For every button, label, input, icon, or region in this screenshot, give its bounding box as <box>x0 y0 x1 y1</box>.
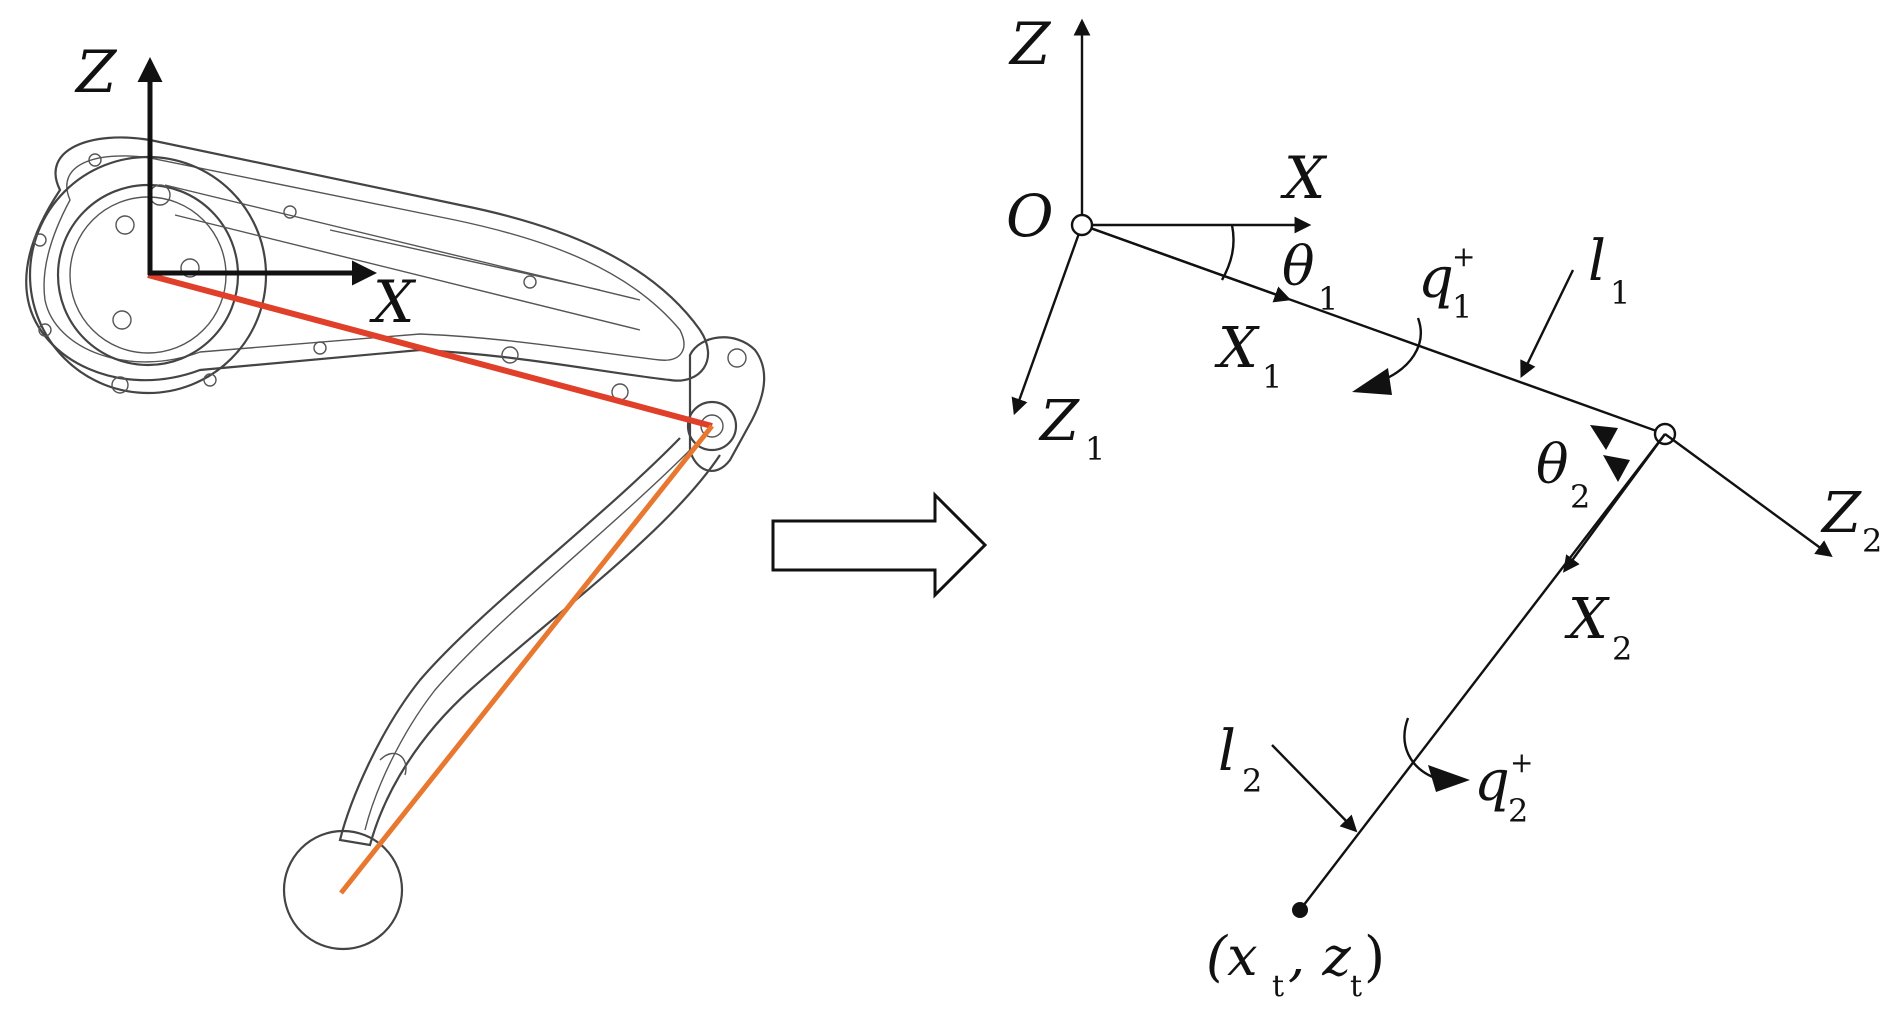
drive-linkage <box>164 184 641 331</box>
theta1-label: θ <box>1282 235 1315 298</box>
thigh-link-line <box>147 272 713 429</box>
theta1-subscript: 1 <box>1318 280 1338 318</box>
transition-arrow <box>771 491 988 599</box>
bolt <box>523 275 537 289</box>
x1-label: X <box>1214 316 1260 381</box>
q1-arrowhead <box>1352 368 1392 395</box>
shank-rib <box>379 752 407 776</box>
z1-axis <box>1011 224 1084 416</box>
theta2-subscript: 2 <box>1570 478 1590 516</box>
q2-subscript: 2 <box>1508 792 1528 830</box>
bolt <box>203 373 217 387</box>
q2-arrowhead <box>1428 765 1470 792</box>
tip-open: (x <box>1206 925 1258 988</box>
q2-superscript: + <box>1510 746 1533 779</box>
l2-subscript: 2 <box>1242 762 1262 800</box>
theta2-mark-upper <box>1590 425 1618 450</box>
z2-subscript: 2 <box>1862 522 1882 560</box>
q2-label: q <box>1474 749 1510 814</box>
origin-label: O <box>1006 182 1054 250</box>
tip-coordinate-label: (x t , z t ) <box>1206 925 1385 1004</box>
bolt <box>112 310 132 330</box>
left-x-label: X <box>369 268 417 336</box>
bolt <box>88 153 102 167</box>
bolt <box>283 205 297 219</box>
q1-subscript: 1 <box>1452 288 1472 326</box>
bolt <box>727 348 747 368</box>
foot-outline <box>282 829 404 951</box>
x1-axis-arrow <box>1081 223 1292 303</box>
theta2-mark-lower <box>1603 455 1630 482</box>
base-x-label: X <box>1280 144 1328 212</box>
q1-label: q <box>1418 246 1454 311</box>
left-z-label: Z <box>74 38 118 106</box>
x2-label: X <box>1564 587 1610 652</box>
l1-pointer <box>1520 269 1575 379</box>
tip-x-subscript: t <box>1272 969 1284 1004</box>
z1-subscript: 1 <box>1085 430 1105 468</box>
z2-axis <box>1664 433 1833 557</box>
z2-label: Z <box>1820 481 1862 546</box>
l2-label: l <box>1218 719 1236 784</box>
bolt <box>111 376 129 394</box>
x2-axis-arrow <box>1563 433 1666 573</box>
bolt <box>149 184 171 206</box>
tip-point <box>1292 902 1308 918</box>
knee-bracket <box>688 336 766 472</box>
bolt <box>33 233 47 247</box>
x2-subscript: 2 <box>1612 630 1632 668</box>
shank-inner <box>364 449 691 831</box>
shank-link-line <box>339 424 714 895</box>
hip-housing-inner <box>43 155 685 363</box>
link2-line <box>1299 433 1666 911</box>
l1-subscript: 1 <box>1610 274 1630 312</box>
l2-pointer <box>1271 744 1358 833</box>
q2-rotation-arc <box>1403 717 1436 780</box>
bolt <box>115 215 135 235</box>
x1-subscript: 1 <box>1262 358 1282 396</box>
tip-close: ) <box>1364 925 1385 988</box>
z1-label: Z <box>1038 389 1080 454</box>
bolt <box>180 258 200 278</box>
bolt <box>313 341 327 355</box>
l1-label: l <box>1588 229 1606 294</box>
q1-superscript: + <box>1452 240 1475 273</box>
bolt <box>38 323 52 337</box>
hip-housing-outline <box>25 136 710 382</box>
theta2-label: θ <box>1536 433 1569 496</box>
hip-joint <box>1070 213 1094 237</box>
kinematic-schematic <box>1011 18 1833 918</box>
tip-z-subscript: t <box>1350 969 1362 1004</box>
shank-outline <box>338 437 721 847</box>
theta1-arc <box>1220 224 1235 281</box>
knee-joint-outer <box>686 400 738 452</box>
bolt <box>501 346 519 364</box>
base-z-label: Z <box>1008 10 1052 78</box>
tip-comma-z: , z <box>1288 925 1351 988</box>
left-coordinate-frame: Z X <box>74 38 417 336</box>
